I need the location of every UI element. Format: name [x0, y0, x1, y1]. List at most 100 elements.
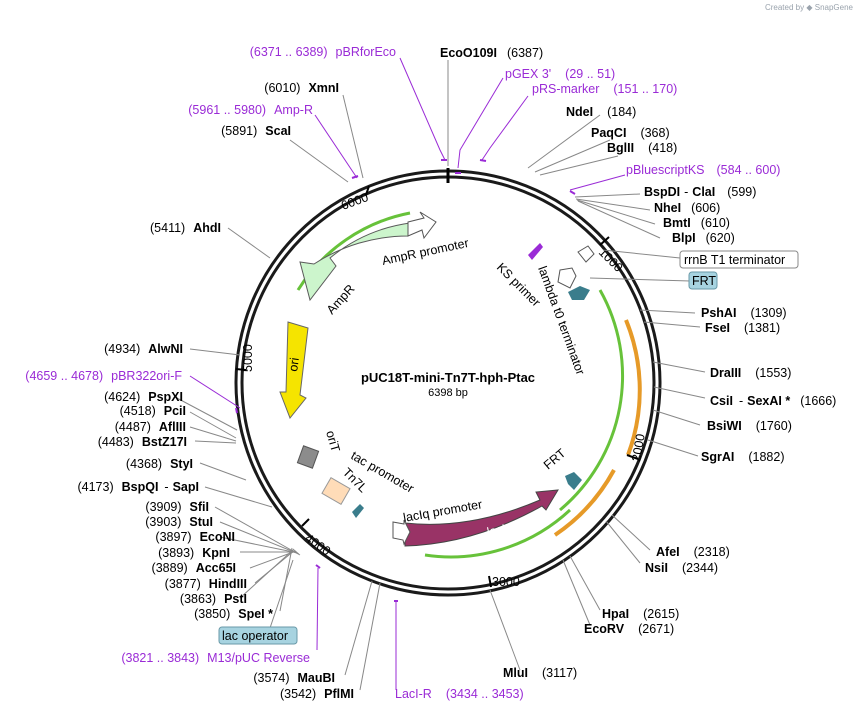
site-label-mlui: MluI(3117)	[503, 666, 577, 680]
site-pos: (368)	[640, 126, 669, 140]
site-pos: (1882)	[748, 450, 784, 464]
frt-box	[688, 271, 718, 290]
site-pos: (1309)	[750, 306, 786, 320]
site-name: PaqCI	[591, 126, 626, 140]
site-pos: (4934)	[104, 342, 140, 356]
site-pos: (4368)	[126, 457, 162, 471]
site-name2: SexAI *	[747, 394, 790, 408]
site-name: EcoRV	[584, 622, 625, 636]
boxed-label-frt: FRT	[692, 274, 716, 288]
tick-marks	[235, 185, 639, 588]
site-label-stui: (3903)StuI	[145, 515, 213, 529]
site-name: HindIII	[209, 577, 247, 591]
bottom-arc-green	[424, 508, 572, 559]
primer-name: pBluescriptKS	[626, 163, 705, 177]
site-name: NheI	[654, 201, 681, 215]
site-name: CsiI	[710, 394, 733, 408]
site-pos: (4483)	[98, 435, 134, 449]
site-name: MauBI	[298, 671, 336, 685]
watermark-brand: SnapGene	[814, 3, 853, 12]
site-name: PciI	[164, 404, 186, 418]
primer-range: (151 .. 170)	[613, 82, 677, 96]
site-name: BspQI	[122, 480, 159, 494]
site-name: MluI	[503, 666, 528, 680]
site-label-hindiii: (3877)HindIII	[165, 577, 247, 591]
laci-feature	[404, 489, 559, 547]
primer-range: (584 .. 600)	[717, 163, 781, 177]
site-label-psti: (3863)PstI	[180, 592, 247, 606]
site-pos: (620)	[706, 231, 735, 245]
site-name2: ClaI	[692, 185, 715, 199]
primer-range: (6371 .. 6389)	[250, 45, 328, 59]
site-name: ScaI	[265, 124, 291, 138]
site-pos: (3889)	[152, 561, 188, 575]
site-pos: (6010)	[264, 81, 300, 95]
primer-range: (3434 .. 3453)	[446, 687, 524, 701]
primer-name: pBRforEco	[336, 45, 396, 59]
site-pos: (2615)	[643, 607, 679, 621]
site-label-bglii: BglII(418)	[607, 141, 677, 155]
snapgene-logo-icon: ◆	[806, 3, 813, 12]
site-name: StyI	[170, 457, 193, 471]
site-name: BmtI	[663, 216, 691, 230]
site-label-bspdi-clai: BspDI-ClaI(599)	[644, 185, 756, 199]
site-name: BsiWI	[707, 419, 742, 433]
primer-label-pbrforeco: (6371 .. 6389) pBRforEco	[250, 45, 396, 59]
site-pos: (3574)	[253, 671, 289, 685]
site-label-styi: (4368) StyI	[126, 457, 193, 471]
tick-label-5000: 5000	[241, 344, 255, 372]
lac-operator-mark	[352, 504, 364, 518]
site-name: SpeI *	[238, 607, 273, 621]
primer-name: pGEX 3'	[505, 67, 551, 81]
site-name: Acc65I	[196, 561, 236, 575]
site-pos: (2344)	[682, 561, 718, 575]
site-label-maubi: (3574) MauBI	[253, 671, 335, 685]
primer-range: (29 .. 51)	[565, 67, 615, 81]
primer-label-amp-r: (5961 .. 5980)Amp-R	[188, 103, 313, 117]
site-name: PspXI	[148, 390, 183, 404]
site-pos: (599)	[727, 185, 756, 199]
site-label-ecoo109i: EcoO109I(6387)	[440, 46, 543, 60]
site-label-pflmi: (3542)PflMI	[280, 687, 354, 701]
site-name: BstZ17I	[142, 435, 187, 449]
lambda-t0-arrow	[557, 267, 577, 289]
site-pos: (2671)	[638, 622, 674, 636]
plasmid-name: pUC18T-mini-Tn7T-hph-Ptac	[361, 370, 535, 385]
primer-leader-lines	[189, 57, 626, 690]
tick-label-2000: 2000	[629, 433, 648, 463]
lac-operator-box	[218, 626, 298, 645]
site-label-ecorv: EcoRV (2671)	[584, 622, 674, 636]
site-label-afliii: (4487)AflIII	[115, 420, 186, 434]
site-pos: (3903)	[145, 515, 181, 529]
site-name: PflMI	[324, 687, 354, 701]
site-pos: (4487)	[115, 420, 151, 434]
site-label-bspqi-sapi: (4173)BspQI-SapI	[77, 480, 199, 494]
site-pos: (3897)	[155, 530, 191, 544]
site-name2: SapI	[173, 480, 199, 494]
boxed-label-rrnb-t1: rrnB T1 terminator	[684, 253, 785, 267]
primer-name: Amp-R	[274, 103, 313, 117]
site-pos: (1381)	[744, 321, 780, 335]
site-label-nsii: NsiI (2344)	[645, 561, 718, 575]
rrnb-leader	[602, 249, 681, 259]
site-name: SgrAI	[701, 450, 734, 464]
frt-leader	[589, 277, 691, 282]
site-name: NsiI	[645, 561, 668, 575]
site-label-ndei: NdeI(184)	[566, 105, 636, 119]
feature-label-ampr-promoter: AmpR promoter	[381, 236, 470, 268]
primer-marks	[235, 159, 576, 602]
site-label-nhei: NheI(606)	[654, 201, 720, 215]
site-label-csii-sexai: CsiI-SexAI *(1666)	[710, 394, 836, 408]
site-label-draiii: DraIII(1553)	[710, 366, 791, 380]
primer-name: LacI-R	[395, 687, 432, 701]
primer-label-pbr322ori-f: (4659 .. 4678)pBR322ori-F	[25, 369, 182, 383]
primer-name: pBR322ori-F	[111, 369, 182, 383]
site-name: AlwNI	[148, 342, 183, 356]
site-label-spei: (3850)SpeI *	[194, 607, 273, 621]
site-label-pshai: PshAI(1309)	[701, 306, 787, 320]
orit-feature	[296, 445, 320, 469]
ampr-promoter-arrow	[407, 211, 437, 240]
rrnb-t1-arrow	[577, 245, 595, 263]
site-sep: -	[164, 480, 168, 494]
